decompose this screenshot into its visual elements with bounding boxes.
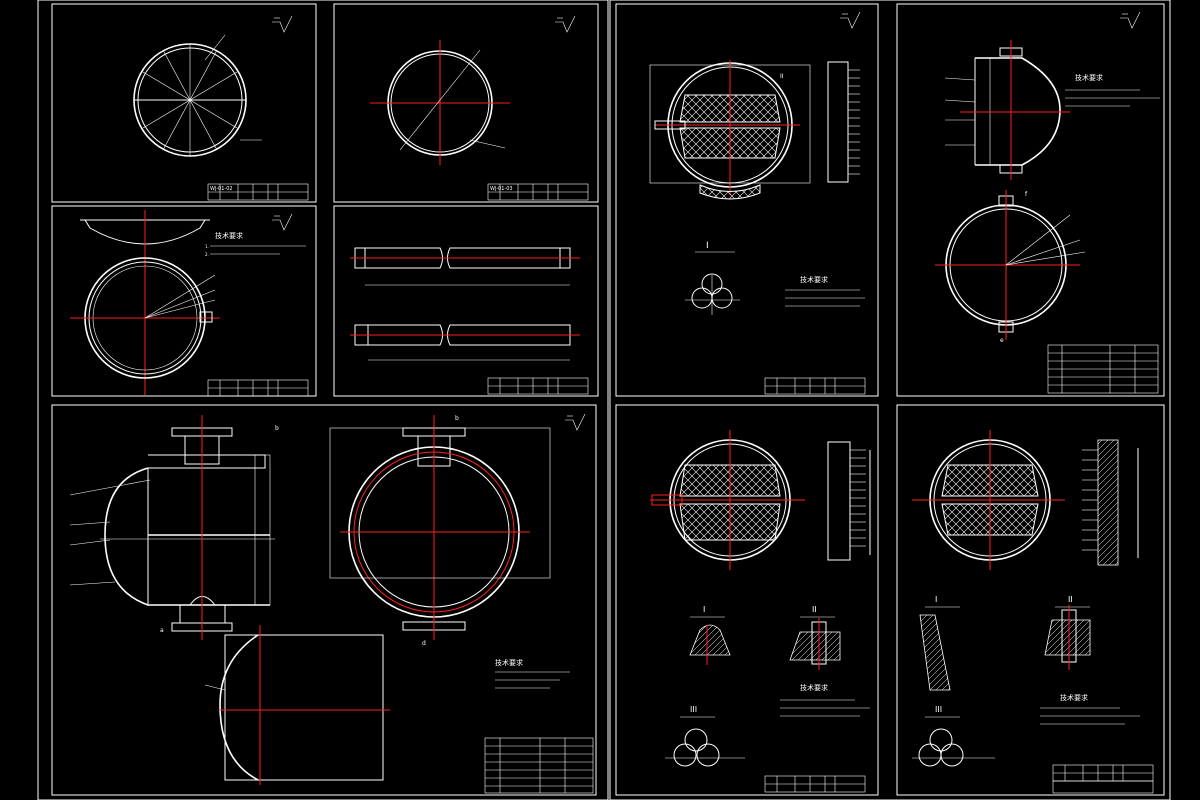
- sheet-5: 技术要求 b b a d: [51, 404, 597, 796]
- title-block-text: WJ-01-02: [210, 186, 233, 192]
- view-label-ii: II: [780, 73, 784, 80]
- sheet-2: WJ-01-03: [333, 3, 599, 203]
- frame-right: [609, 0, 1171, 800]
- point-label-e: e: [1000, 337, 1004, 344]
- view-label-i: I: [703, 605, 705, 614]
- requirements-line: 2.: [205, 252, 209, 257]
- requirements-title: 技术要求: [215, 231, 243, 240]
- point-label-d: d: [422, 640, 426, 647]
- requirements-title: 技术要求: [800, 683, 828, 692]
- frame-left: [37, 0, 609, 800]
- sheet-4: [333, 205, 599, 397]
- view-label-i: I: [706, 241, 709, 251]
- sheet-3: 技术要求 1. 2.: [51, 205, 317, 397]
- requirements-title: 技术要求: [1060, 693, 1088, 702]
- sheet-6: I 技术要求 II: [615, 3, 879, 397]
- title-block-text: WJ-01-03: [490, 186, 513, 192]
- view-label-iii: III: [690, 705, 697, 714]
- requirements-title: 技术要求: [1075, 73, 1103, 82]
- requirements-line: 1.: [205, 244, 209, 249]
- point-label-b: b: [275, 425, 279, 432]
- point-label-a: a: [160, 627, 164, 634]
- requirements-title: 技术要求: [800, 275, 828, 284]
- sheet-8: I II III 技术要求: [615, 404, 879, 796]
- point-label-b: b: [455, 415, 459, 422]
- view-label-iii: III: [935, 705, 942, 714]
- view-label-i: I: [935, 595, 937, 604]
- sheet-1: WJ-01-02: [51, 3, 317, 203]
- point-label-f: f: [1025, 191, 1028, 198]
- requirements-title: 技术要求: [495, 658, 523, 667]
- view-label-ii: II: [812, 605, 817, 614]
- view-label-ii: II: [1068, 595, 1073, 604]
- sheet-7: 技术要求 f e: [896, 3, 1165, 397]
- sheet-9: I II III 技术要求: [896, 404, 1165, 796]
